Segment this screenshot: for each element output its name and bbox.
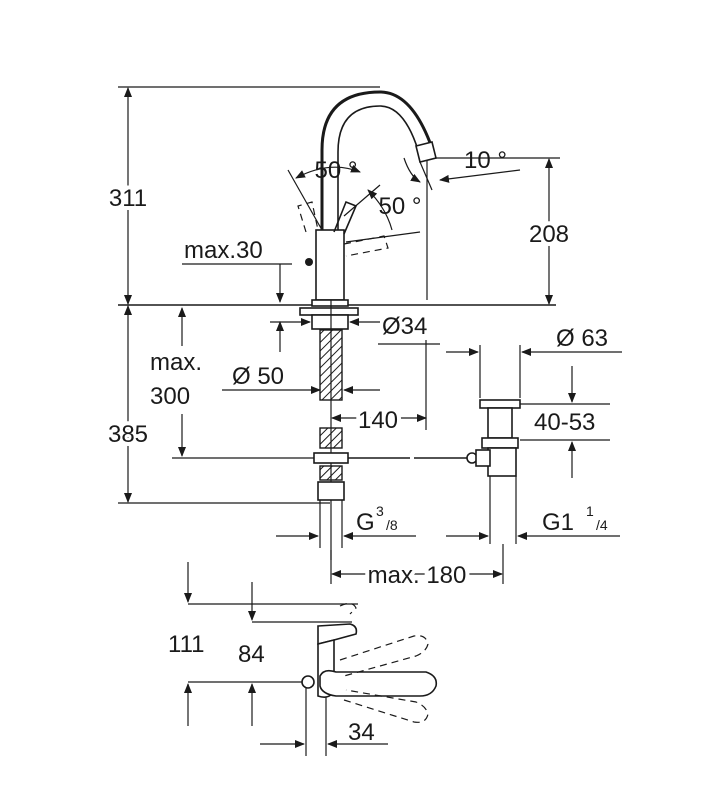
spout-outer [320, 90, 434, 230]
angle-50-right-arc [367, 189, 393, 231]
dim-180-label: max. 180 [368, 562, 467, 589]
g38-prefix: G [356, 509, 375, 536]
angle-10-ray [419, 161, 433, 191]
dia63-label: Ø 63 [556, 325, 608, 352]
dim-34-label: 34 [348, 719, 375, 746]
topview-lever-ghost-down [343, 689, 429, 723]
angle-50-left-arc [295, 164, 361, 179]
max300-line2: 300 [150, 383, 190, 410]
topview-pin [301, 675, 315, 689]
hose-connector [319, 465, 343, 481]
angle-10-arrow [439, 169, 521, 183]
waste-nut [481, 437, 519, 449]
dim-111-label: 111 [168, 631, 204, 658]
dia50-label: Ø 50 [232, 363, 284, 390]
washer [299, 307, 359, 316]
range-label: 40-53 [534, 409, 595, 436]
dim-140-label: 140 [358, 407, 398, 434]
waste-body-bottom [487, 447, 517, 477]
g114-prefix: G1 [542, 509, 574, 536]
g114-den: /4 [596, 517, 608, 533]
faucet-base [311, 299, 349, 307]
faucet-body [315, 229, 345, 301]
angle-50-right-ray2 [345, 231, 421, 243]
angle-50-left-ray [287, 169, 323, 231]
topview-lever-ghost-up [339, 635, 429, 677]
topview-spout [317, 623, 358, 646]
pull-rod-clamp [313, 452, 349, 464]
angle-10-label: 10 ° [464, 147, 507, 174]
g38-num: 3 [376, 503, 384, 519]
waste-pivot [475, 449, 491, 467]
dim-208-label: 208 [529, 221, 569, 248]
g114-num: 1 [586, 503, 594, 519]
lock-nut [311, 314, 349, 330]
topview-spout-ghost [339, 602, 357, 615]
aerator [415, 141, 437, 163]
topview-lever [319, 669, 438, 697]
shank-nut [317, 481, 345, 501]
angle-10-arc-left [403, 157, 421, 183]
dim-311-label: 311 [109, 185, 147, 212]
hose-segment [319, 427, 343, 449]
lever-right-position [343, 235, 389, 257]
waste-flange [479, 399, 521, 409]
lever-center [333, 200, 358, 235]
angle-50-left-label: 50 ° [315, 157, 358, 184]
dia34-label: Ø34 [382, 313, 427, 340]
max300-line1: max. [150, 349, 202, 376]
dim-84-label: 84 [238, 641, 265, 668]
g38-den: /8 [386, 517, 398, 533]
dim-385-label: 385 [108, 421, 148, 448]
angle-50-right-label: 50 ° [379, 193, 422, 220]
spout-inner [337, 105, 419, 230]
max30-label: max.30 [184, 237, 263, 264]
angle-50-right-ray [343, 184, 381, 217]
waste-body-top [487, 407, 513, 439]
pin [305, 258, 313, 266]
lever-left-position [297, 201, 319, 233]
